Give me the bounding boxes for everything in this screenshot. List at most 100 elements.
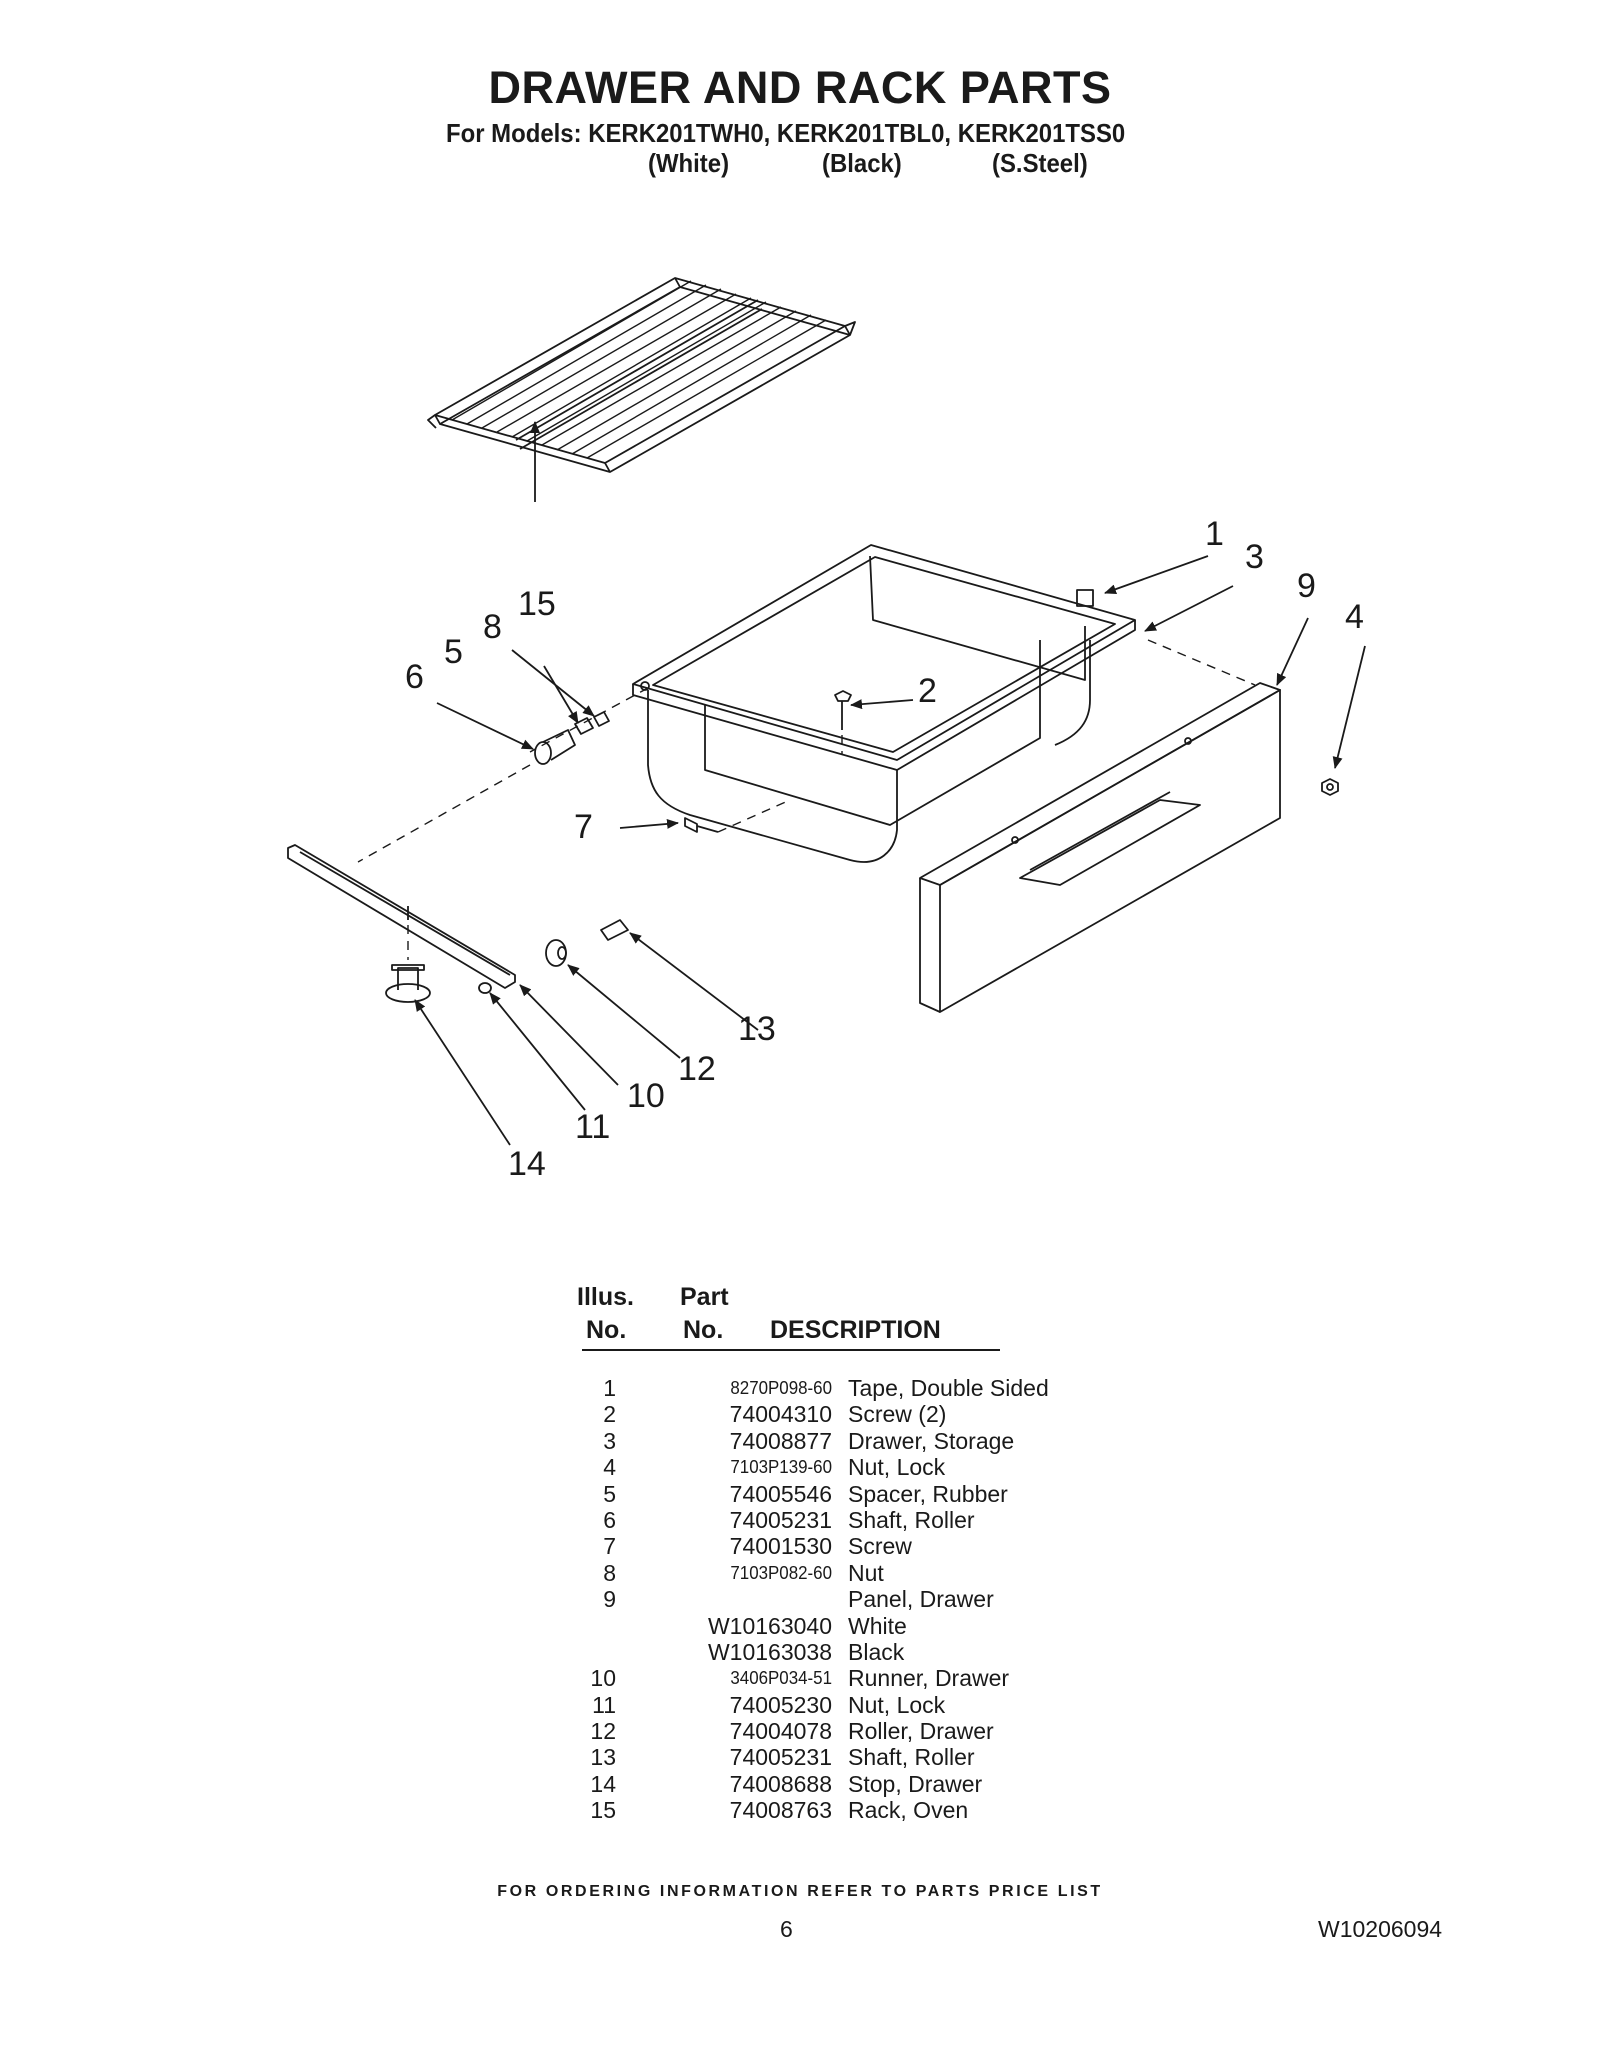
part-no: 74004078 [729, 1718, 832, 1745]
table-row: 13 74005231 Shaft, Roller [560, 1744, 1020, 1770]
callout-6: 6 [405, 658, 424, 696]
part-no: 74008688 [729, 1770, 832, 1797]
description: Runner, Drawer [848, 1665, 1010, 1692]
illus-no: 11 [592, 1691, 616, 1718]
description: Nut [848, 1559, 884, 1586]
callout-7: 7 [574, 808, 593, 846]
description: Stop, Drawer [848, 1770, 983, 1797]
illus-no: 7 [603, 1533, 616, 1560]
storage-drawer [632, 544, 1136, 863]
callout-2: 2 [918, 672, 937, 710]
page-number: 6 [780, 1916, 793, 1942]
table-row: 8 7103P082-60 Nut [560, 1560, 1020, 1586]
variant-black: (Black) [822, 148, 902, 178]
table-row: 2 74004310 Screw (2) [560, 1401, 1020, 1427]
table-row: W10163038 Black [560, 1639, 1020, 1665]
illus-no: 4 [603, 1454, 616, 1481]
callout-labels: 1 2 3 4 5 6 7 8 9 10 11 12 13 14 15 [405, 515, 1364, 1183]
part-no: 74005231 [729, 1506, 832, 1533]
illus-no: 13 [590, 1744, 616, 1771]
part-header-top: Part [680, 1283, 729, 1311]
illus-no: 12 [590, 1718, 616, 1745]
illus-no: 3 [603, 1427, 616, 1454]
lock-nut-4 [1321, 778, 1339, 796]
roller-shaft-6 [534, 729, 576, 765]
illus-no: 2 [603, 1401, 616, 1428]
part-no: 7103P139-60 [730, 1457, 832, 1478]
callout-3: 3 [1245, 538, 1264, 576]
models-line: For Models: KERK201TWH0, KERK201TBL0, KE… [446, 118, 1126, 148]
part-no: 74004310 [729, 1401, 832, 1428]
table-row: 14 74008688 Stop, Drawer [560, 1771, 1020, 1797]
description-header: DESCRIPTION [770, 1316, 941, 1344]
table-row: 5 74005546 Spacer, Rubber [560, 1481, 1020, 1507]
rubber-spacer [574, 717, 594, 735]
callout-5: 5 [444, 633, 463, 671]
variant-white: (White) [648, 148, 730, 178]
nut-8 [593, 711, 610, 727]
callout-14: 14 [508, 1145, 546, 1183]
exploded-parts-diagram: 1 2 3 4 5 6 7 8 9 10 11 12 13 14 15 [287, 277, 1366, 1183]
part-no: 74005231 [729, 1744, 832, 1771]
callout-4: 4 [1345, 598, 1364, 636]
description: White [848, 1612, 907, 1639]
lock-nut-11 [478, 982, 492, 994]
variant-steel: (S.Steel) [992, 148, 1088, 178]
roller-shaft-13 [600, 919, 629, 941]
callout-1: 1 [1205, 515, 1224, 553]
oven-rack [427, 277, 856, 473]
screw-2 [834, 690, 852, 730]
illus-header-top: Illus. [577, 1283, 634, 1311]
part-no: W10163040 [707, 1612, 832, 1639]
part-no: W10163038 [707, 1638, 832, 1665]
illus-no: 15 [590, 1797, 616, 1824]
callout-8: 8 [483, 608, 502, 646]
callout-10: 10 [627, 1077, 665, 1115]
description: Spacer, Rubber [848, 1480, 1008, 1507]
part-no: 74005230 [729, 1691, 832, 1718]
page-title: DRAWER AND RACK PARTS [488, 62, 1112, 113]
description: Screw [848, 1533, 912, 1560]
illus-no: 5 [603, 1480, 616, 1507]
description: Shaft, Roller [848, 1744, 975, 1771]
part-no: 8270P098-60 [730, 1378, 832, 1398]
illus-no: 14 [590, 1770, 616, 1797]
part-no: 74008763 [729, 1797, 832, 1824]
drawer-roller [545, 939, 567, 967]
description: Nut, Lock [848, 1691, 946, 1718]
drawer-stop [385, 964, 431, 1003]
screw-7 [684, 817, 719, 833]
part-header-bottom: No. [683, 1316, 724, 1344]
description: Screw (2) [848, 1401, 947, 1428]
table-row: W10163040 White [560, 1613, 1020, 1639]
callout-12: 12 [678, 1050, 716, 1088]
illus-no: 8 [603, 1559, 616, 1586]
table-row: 9 Panel, Drawer [560, 1586, 1020, 1612]
description: Shaft, Roller [848, 1506, 975, 1533]
double-sided-tape [1076, 589, 1094, 607]
illus-no: 10 [590, 1665, 616, 1692]
part-no: 7103P082-60 [730, 1562, 832, 1583]
header-rule [582, 1349, 1000, 1351]
table-row: 15 74008763 Rack, Oven [560, 1797, 1020, 1823]
description: Rack, Oven [848, 1797, 969, 1824]
callout-11: 11 [575, 1108, 610, 1146]
document-number: W10206094 [1318, 1916, 1443, 1942]
ordering-note: FOR ORDERING INFORMATION REFER TO PARTS … [497, 1883, 1103, 1900]
table-row: 1 8270P098-60 Tape, Double Sided [560, 1375, 1049, 1401]
callout-15: 15 [518, 585, 556, 623]
description: Panel, Drawer [848, 1586, 994, 1613]
table-row: 11 74005230 Nut, Lock [560, 1692, 1020, 1718]
description: Drawer, Storage [848, 1427, 1015, 1454]
illus-header-bottom: No. [586, 1316, 627, 1344]
illus-no: 9 [603, 1586, 616, 1613]
illus-no: 1 [603, 1375, 616, 1401]
part-no: 74005546 [729, 1480, 832, 1507]
description: Black [848, 1638, 905, 1665]
description: Tape, Double Sided [848, 1375, 1049, 1401]
